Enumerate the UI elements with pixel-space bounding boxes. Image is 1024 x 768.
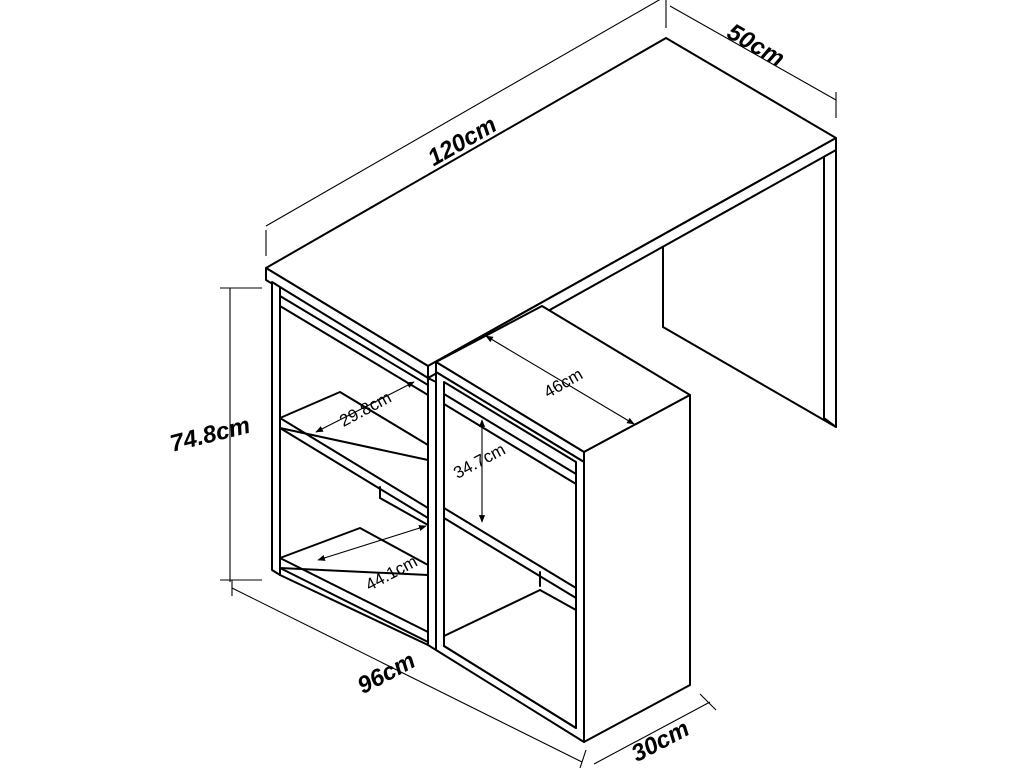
label-return-depth: 30cm: [627, 715, 694, 768]
return-cabinet: [435, 305, 691, 743]
label-return-length: 96cm: [353, 647, 420, 700]
label-height: 74.8cm: [167, 412, 253, 458]
label-depth: 50cm: [722, 18, 789, 72]
dimension-lines: [220, 0, 837, 768]
